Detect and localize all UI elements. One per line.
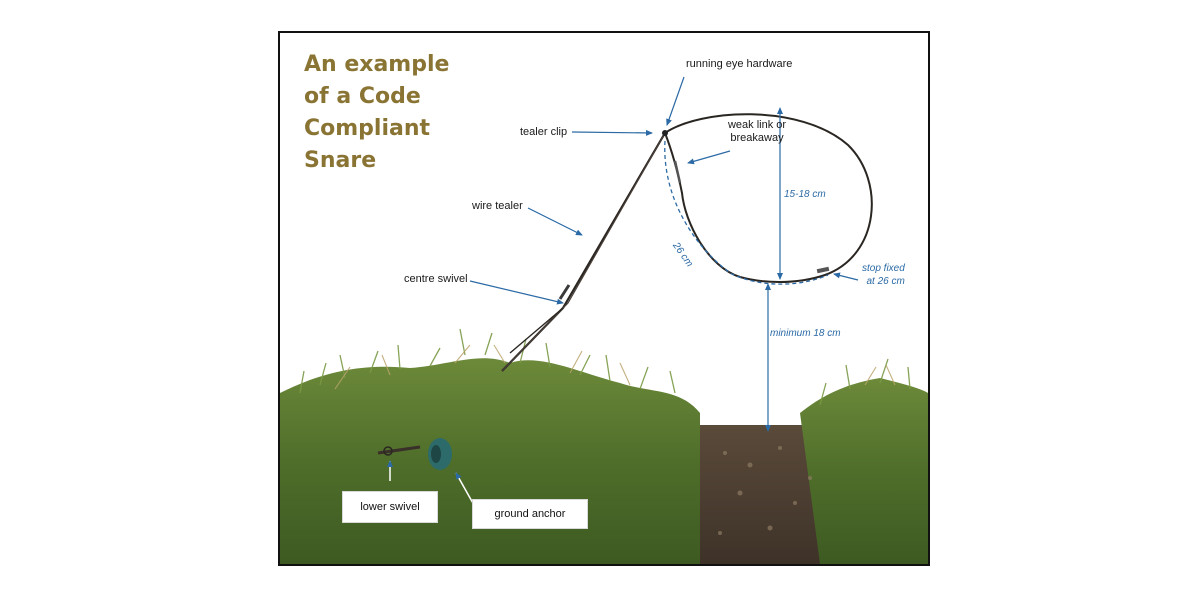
label-centre-swivel: centre swivel [404, 273, 468, 285]
measure-loop-height: 15-18 cm [784, 189, 826, 200]
diagram-title: An example of a Code Compliant Snare [304, 49, 449, 177]
measure-stop: stop fixed at 26 cm [862, 262, 905, 288]
soil-patch [700, 425, 840, 564]
centre-swivel-part [558, 284, 571, 300]
running-eye-part [662, 130, 668, 136]
lower-swivel-part [377, 445, 421, 456]
arrow-tealer-clip [571, 129, 653, 136]
grass-ground [280, 328, 928, 564]
measure-clearance: minimum 18 cm [770, 328, 841, 339]
title-line-3: Compliant [304, 116, 431, 141]
label-running-eye: running eye hardware [686, 58, 793, 70]
arrow-weak-link [687, 150, 731, 165]
title-line-2: of a Code [304, 84, 421, 109]
measure-stop-line-2: at 26 cm [866, 276, 905, 287]
circumference-guide [664, 140, 829, 285]
measure-stop-line-1: stop fixed [862, 263, 905, 274]
arrow-ground-anchor [455, 472, 475, 506]
title-line-1: An example [304, 52, 450, 77]
label-weak-link-line-2: breakaway [730, 132, 784, 144]
arrow-running-eye [666, 76, 685, 126]
snare-diagram: An example of a Code Compliant Snare run… [278, 31, 930, 566]
arrow-wire-tealer [527, 207, 583, 236]
label-wire-tealer: wire tealer [472, 200, 523, 212]
label-weak-link: weak link or breakaway [720, 119, 794, 145]
ground-anchor-part [428, 438, 452, 470]
label-lower-swivel: lower swivel [342, 491, 438, 523]
arrow-centre-swivel [469, 280, 564, 305]
stop-piece [816, 266, 830, 274]
snare-loop [663, 113, 873, 283]
arrow-stop [833, 272, 859, 281]
label-tealer-clip: tealer clip [520, 126, 568, 138]
wire-tealer [501, 132, 666, 372]
title-line-4: Snare [304, 148, 377, 173]
label-ground-anchor: ground anchor [472, 499, 588, 529]
label-weak-link-line-1: weak link or [727, 119, 787, 131]
